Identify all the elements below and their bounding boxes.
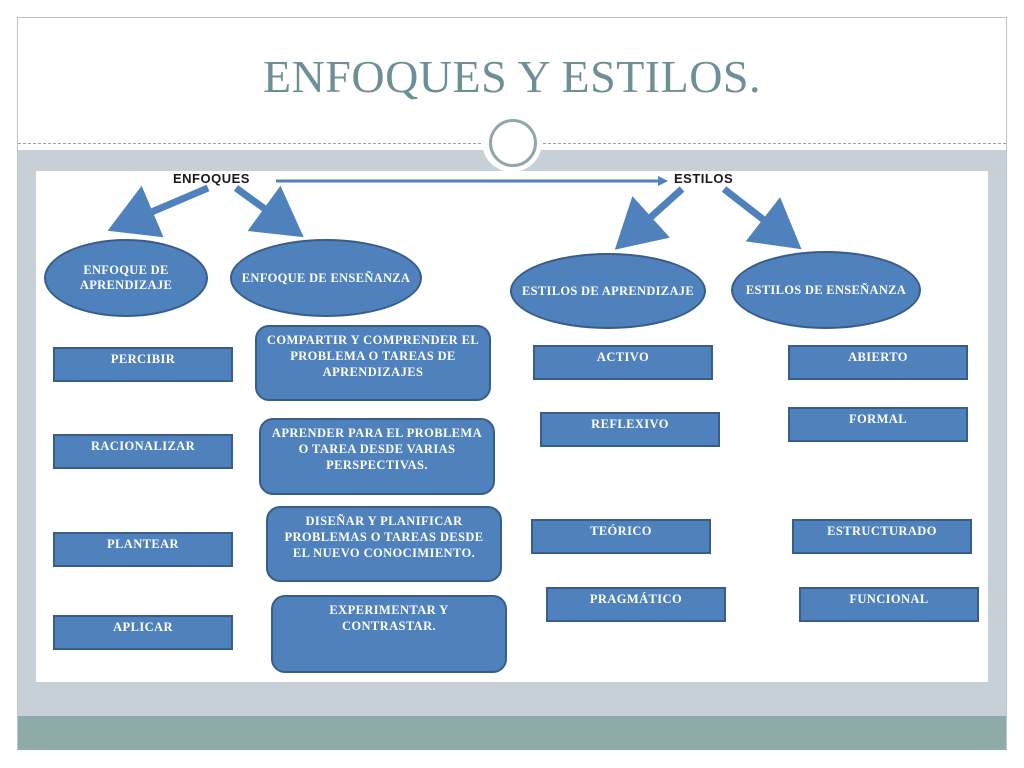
item-estilo-aprendizaje-1: ACTIVO [533, 345, 713, 380]
slide-title: ENFOQUES Y ESTILOS. [262, 51, 762, 102]
item-estilo-aprendizaje-2: REFLEXIVO [540, 412, 720, 447]
item-ensenanza-2: APRENDER PARA EL PROBLEMA O TAREA DESDE … [259, 418, 495, 495]
item-estilo-aprendizaje-3: TEÓRICO [531, 519, 711, 554]
enfoques-label: ENFOQUES [173, 171, 250, 186]
item-ensenanza-3: DISEÑAR Y PLANIFICAR PROBLEMAS O TAREAS … [266, 506, 502, 582]
arrow-to-estilos-aprendizaje [614, 186, 685, 250]
footer-band [18, 716, 1006, 750]
item-ensenanza-4: EXPERIMENTAR Y CONTRASTAR. [271, 595, 507, 673]
item-aprendizaje-3: PLANTEAR [53, 532, 233, 567]
item-aprendizaje-1: PERCIBIR [53, 347, 233, 382]
node-enfoque-ensenanza: ENFOQUE DE ENSEÑANZA [230, 239, 422, 317]
node-estilos-aprendizaje: ESTILOS DE APRENDIZAJE [510, 253, 706, 329]
item-estilo-ensenanza-3: ESTRUCTURADO [792, 519, 972, 554]
item-estilo-ensenanza-2: FORMAL [788, 407, 968, 442]
ring-ornament-inner [489, 119, 537, 167]
node-estilos-ensenanza: ESTILOS DE ENSEÑANZA [731, 251, 921, 329]
item-estilo-aprendizaje-4: PRAGMÁTICO [546, 587, 726, 622]
item-estilo-ensenanza-1: ABIERTO [788, 345, 968, 380]
arrow-head [658, 176, 668, 186]
item-aprendizaje-2: RACIONALIZAR [53, 434, 233, 469]
connector-arrows [107, 176, 802, 250]
node-enfoque-aprendizaje: ENFOQUE DE APRENDIZAJE [44, 239, 208, 317]
concept-diagram: ENFOQUES ESTILOS ENFOQUE DE APRENDIZAJE … [36, 171, 988, 682]
estilos-label: ESTILOS [674, 171, 734, 186]
arrow-to-enfoque-ensenanza [233, 185, 304, 238]
item-aprendizaje-4: APLICAR [53, 615, 233, 650]
item-ensenanza-1: COMPARTIR Y COMPRENDER EL PROBLEMA O TAR… [255, 325, 491, 401]
arrow-to-estilos-ensenanza [721, 186, 802, 250]
arrow-to-enfoque-aprendizaje [107, 184, 210, 238]
item-estilo-ensenanza-4: FUNCIONAL [799, 587, 979, 622]
